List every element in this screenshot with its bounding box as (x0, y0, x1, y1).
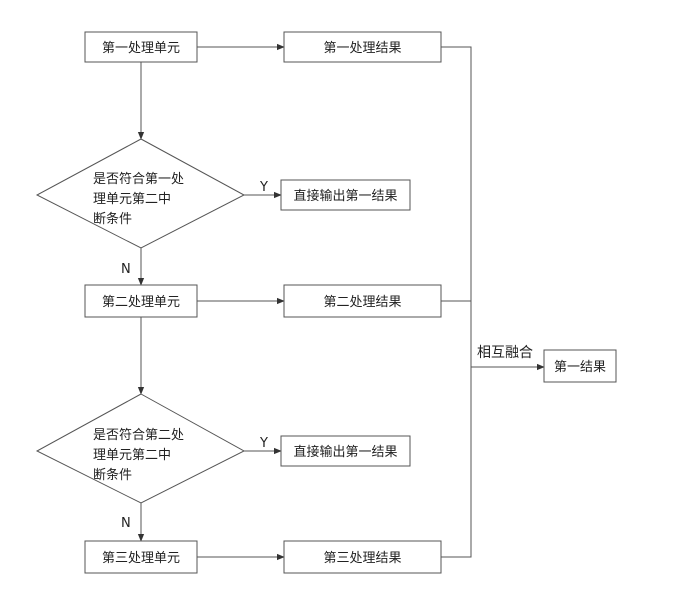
node-unit1-label: 第一处理单元 (102, 41, 180, 56)
edge-result1-to-bus (441, 46, 472, 558)
node-unit2-label: 第二处理单元 (102, 295, 180, 310)
node-output2-label: 直接输出第一结果 (293, 444, 397, 460)
node-output1-label: 直接输出第一结果 (293, 188, 397, 204)
node-result3-label: 第三处理结果 (323, 551, 401, 566)
branch-yes-label-2: Y (259, 436, 268, 451)
node-decision1-line3: 断条件 (93, 211, 132, 227)
node-unit1: 第一处理单元 (84, 31, 198, 63)
node-decision1-line1: 是否符合第一处 (93, 171, 184, 187)
node-result1-label: 第一处理结果 (323, 41, 401, 56)
node-result1: 第一处理结果 (283, 31, 442, 63)
node-final: 第一结果 (543, 349, 617, 383)
node-decision2-line1: 是否符合第二处 (93, 427, 184, 443)
node-decision2-line2: 理单元第二中 (93, 448, 171, 463)
node-result3: 第三处理结果 (283, 540, 442, 574)
node-unit3: 第三处理单元 (84, 540, 198, 574)
node-decision1-line2: 理单元第二中 (93, 192, 171, 207)
node-decision2: 是否符合第二处 理单元第二中 断条件 (35, 393, 246, 504)
node-result2-label: 第二处理结果 (323, 295, 401, 310)
branch-no-label-1: N (121, 262, 131, 277)
branch-yes-label-1: Y (259, 180, 268, 195)
node-output2: 直接输出第一结果 (280, 435, 411, 467)
node-unit2: 第二处理单元 (84, 284, 198, 318)
branch-no-label-2: N (121, 516, 131, 531)
edges (137, 43, 545, 561)
node-decision2-line3: 断条件 (93, 467, 132, 483)
fusion-label: 相互融合 (477, 345, 533, 361)
node-unit3-label: 第三处理单元 (102, 551, 180, 566)
node-final-label: 第一结果 (554, 360, 606, 375)
node-output1: 直接输出第一结果 (280, 179, 411, 211)
node-decision1: 是否符合第一处 理单元第二中 断条件 (35, 138, 246, 249)
node-result2: 第二处理结果 (283, 284, 442, 318)
